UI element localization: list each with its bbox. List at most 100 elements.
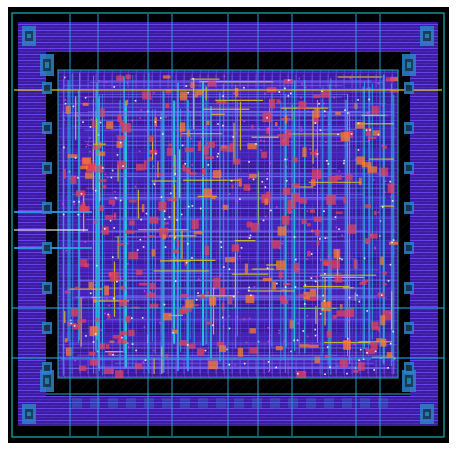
via [89, 126, 92, 128]
implant-speck [374, 246, 376, 249]
poly-diffusion [113, 212, 117, 220]
via [191, 205, 194, 207]
implant-speck [106, 176, 109, 179]
bottom-pad-strip [234, 398, 244, 408]
implant-speck [366, 242, 369, 244]
implant-speck [297, 322, 299, 325]
implant-speck [67, 322, 70, 324]
via [141, 316, 144, 319]
via [109, 219, 112, 222]
poly-diffusion [282, 188, 291, 195]
implant-speck [298, 77, 301, 80]
implant-speck [65, 349, 68, 352]
poly-diffusion [166, 147, 174, 156]
via [294, 258, 297, 261]
implant-speck [289, 212, 291, 214]
poly-diffusion [276, 99, 281, 104]
poly-diffusion [178, 343, 189, 346]
poly-diffusion [88, 281, 93, 290]
implant-speck [143, 290, 146, 292]
poly-diffusion [371, 326, 380, 331]
implant-speck [143, 235, 146, 238]
via [365, 129, 368, 132]
poly-diffusion [98, 142, 102, 149]
poly-diffusion [225, 257, 235, 263]
implant-speck [127, 346, 130, 348]
via [107, 313, 110, 316]
via [110, 176, 113, 179]
via [389, 263, 392, 266]
implant-speck [207, 358, 209, 360]
via [329, 366, 331, 369]
poly-diffusion [106, 121, 114, 129]
via [139, 238, 142, 241]
poly-diffusion [208, 360, 218, 370]
via [366, 352, 368, 354]
via [250, 294, 252, 297]
implant-speck [74, 359, 77, 362]
implant-speck [306, 335, 309, 338]
poly-diffusion [246, 221, 252, 228]
poly-diffusion [244, 263, 249, 274]
implant-speck [190, 137, 192, 140]
implant-speck [348, 284, 351, 287]
poly-diffusion [162, 234, 167, 240]
implant-speck [90, 118, 93, 120]
bottom-pad-strip [378, 398, 388, 408]
implant-speck [349, 255, 351, 257]
poly-diffusion [112, 335, 122, 339]
poly-diffusion [149, 282, 156, 290]
implant-speck [109, 273, 111, 276]
poly-diffusion [276, 260, 286, 271]
poly-diffusion [105, 215, 114, 220]
via [321, 90, 323, 92]
poly-diffusion [109, 271, 119, 282]
poly-diffusion [211, 195, 216, 200]
via [228, 268, 231, 271]
via [232, 295, 235, 298]
poly-diffusion [102, 185, 107, 189]
poly-diffusion [280, 300, 289, 305]
poly-diffusion [107, 314, 111, 319]
implant-speck [98, 327, 100, 329]
implant-speck [325, 141, 327, 143]
via [290, 350, 293, 353]
poly-diffusion [115, 370, 124, 379]
via [121, 336, 123, 339]
via [304, 284, 307, 286]
via [247, 289, 250, 292]
poly-diffusion [96, 151, 106, 156]
bottom-pad-strip [342, 398, 352, 408]
poly-diffusion [149, 216, 159, 224]
poly-diffusion [149, 303, 159, 309]
via [327, 163, 330, 165]
poly-diffusion [206, 321, 212, 325]
poly-diffusion [335, 175, 342, 180]
poly-diffusion [326, 194, 337, 198]
implant-speck [102, 155, 104, 157]
via [176, 219, 179, 221]
io-pad-contact [425, 34, 429, 38]
poly-diffusion [385, 77, 395, 82]
poly-diffusion [333, 248, 341, 259]
via [62, 213, 65, 216]
via [343, 159, 345, 162]
via [122, 165, 124, 167]
io-pad-contact [407, 378, 411, 384]
poly-diffusion [91, 120, 95, 129]
implant-speck [139, 117, 141, 119]
poly-diffusion [298, 101, 307, 110]
via [96, 264, 98, 267]
via [357, 122, 360, 125]
poly-diffusion [217, 341, 225, 347]
implant-speck [84, 241, 87, 243]
poly-diffusion [365, 128, 372, 137]
via [64, 102, 67, 105]
via [73, 325, 76, 327]
poly-diffusion [382, 310, 392, 321]
poly-diffusion [117, 135, 126, 141]
poly-diffusion [88, 163, 91, 172]
implant-speck [119, 277, 122, 280]
implant-speck [245, 341, 248, 344]
